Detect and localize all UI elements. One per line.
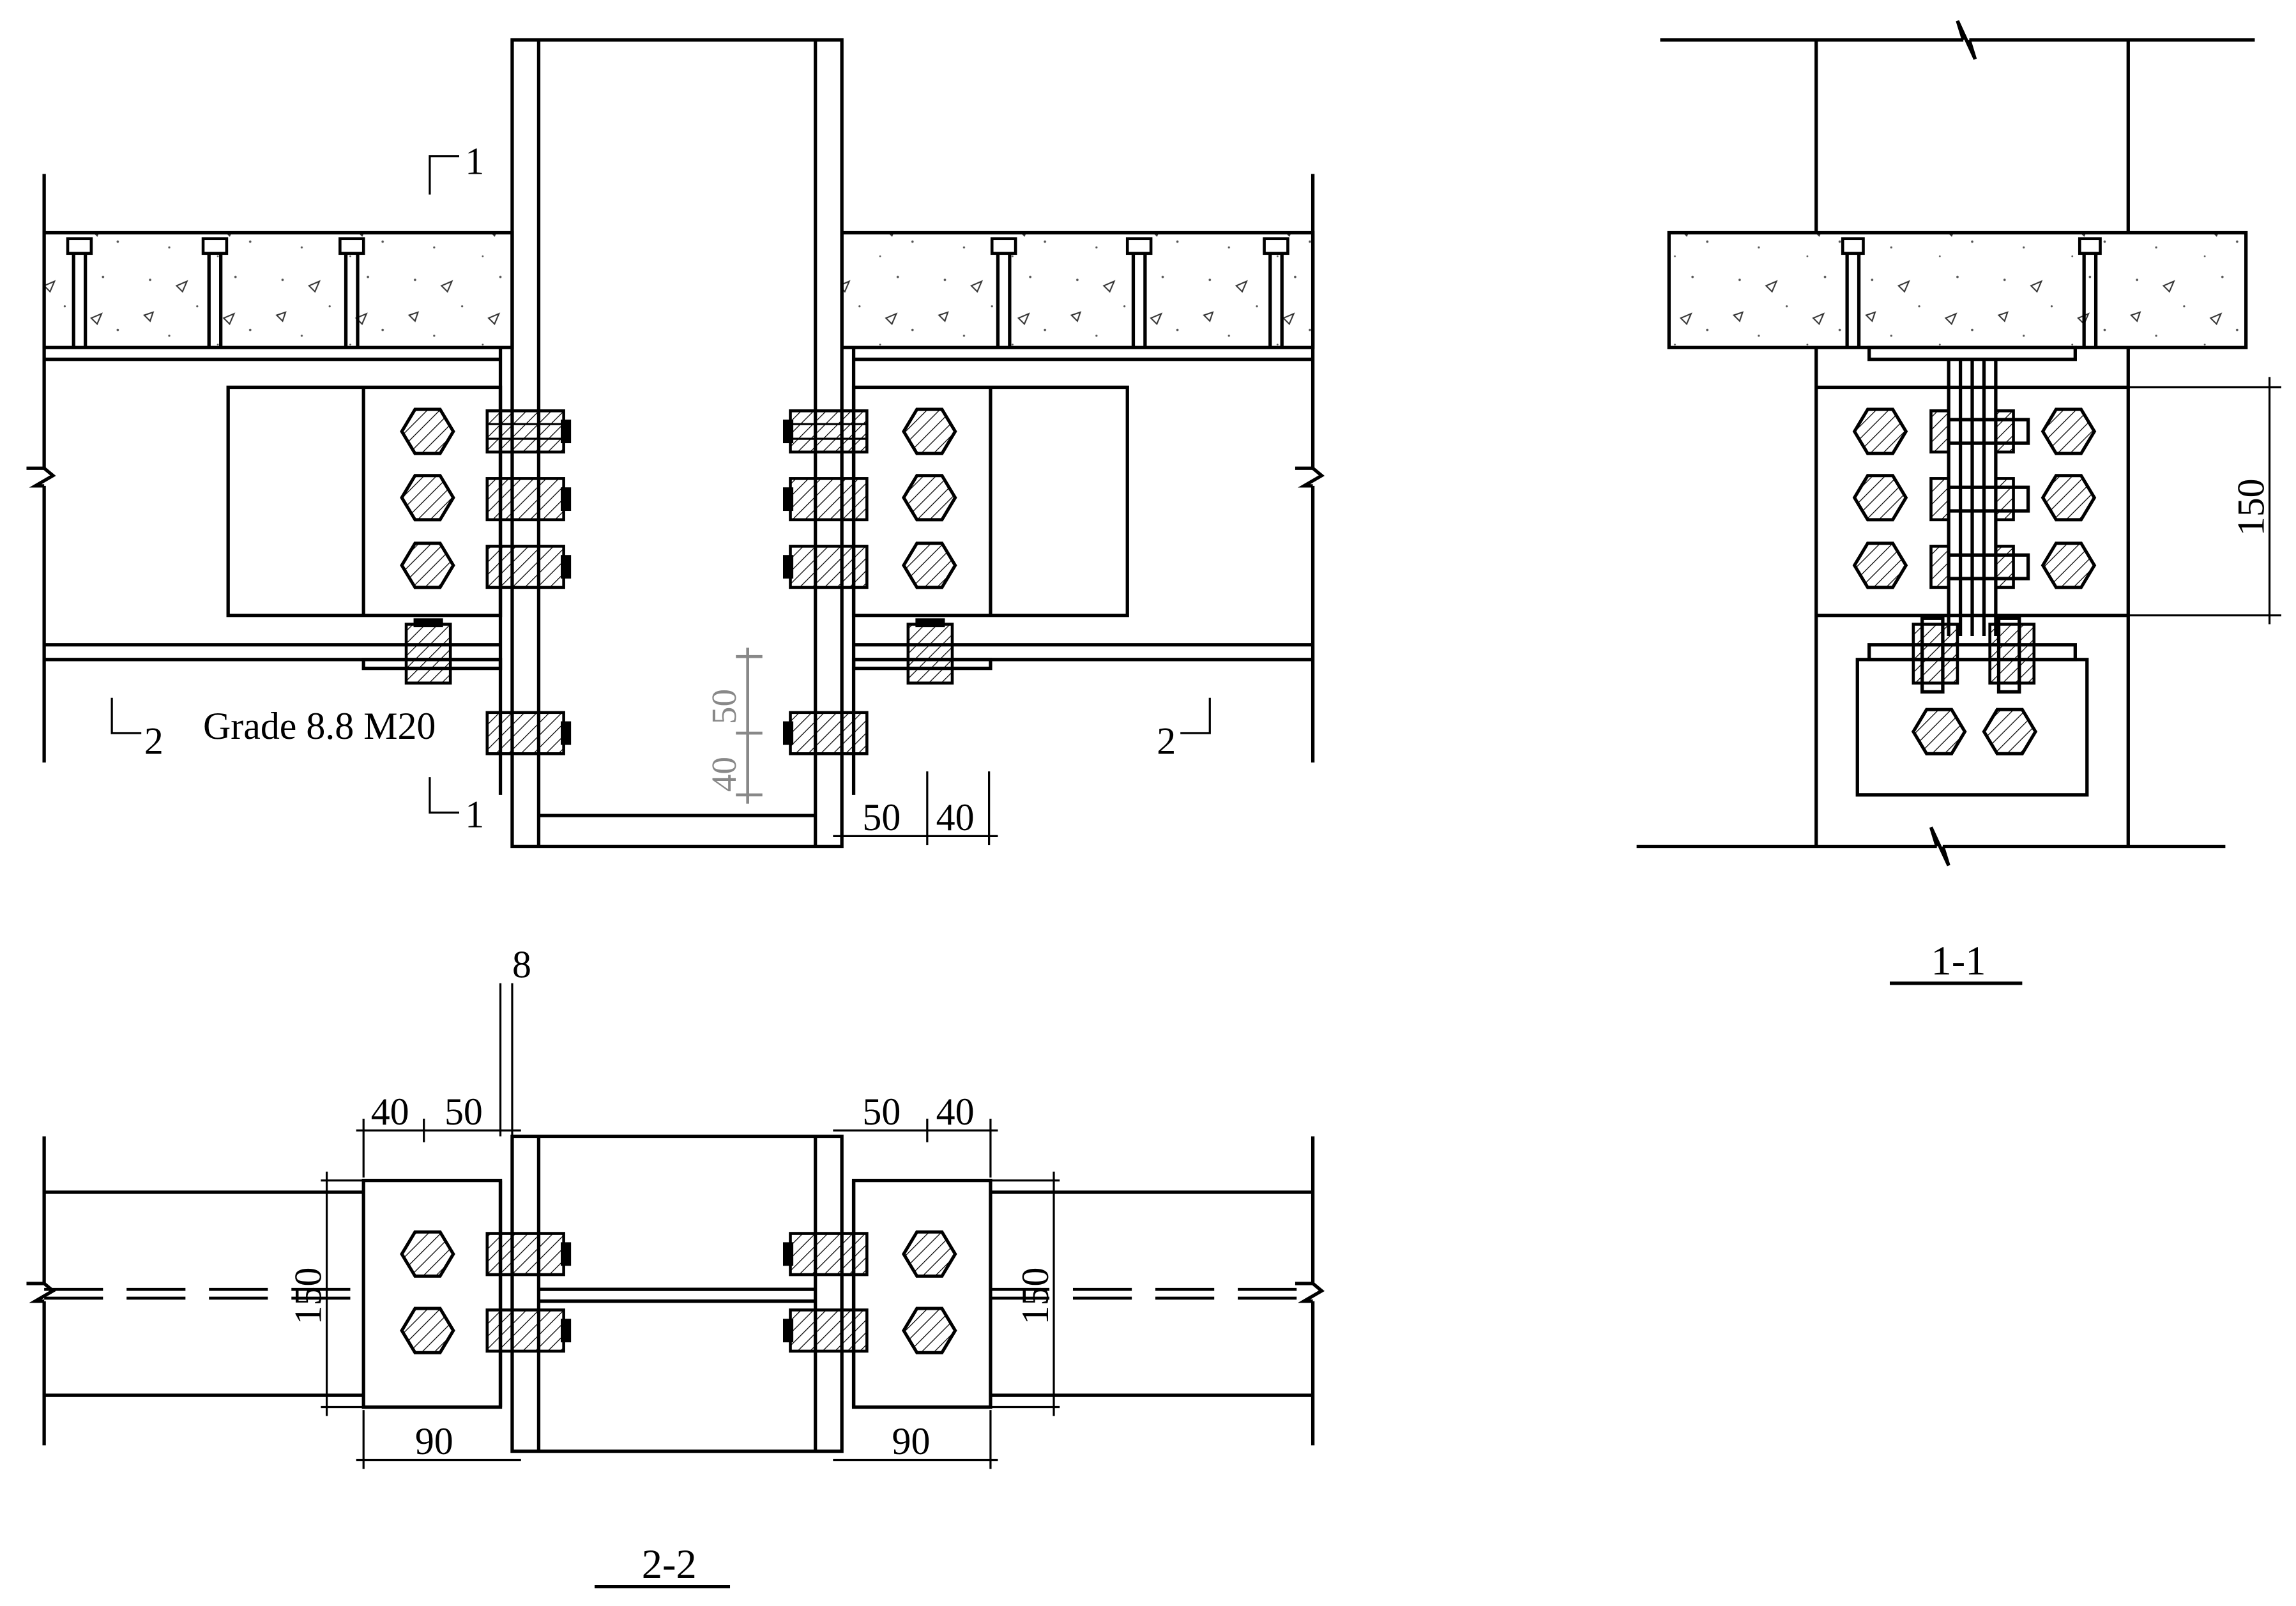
dim-40-vertical: 40	[704, 757, 743, 792]
elevation-flange-bolts	[404, 618, 954, 685]
section-1-1-dim-150: 150	[2230, 478, 2272, 536]
dim-90-right: 90	[892, 1420, 931, 1462]
dim-150-right: 150	[1014, 1268, 1056, 1325]
dim-50-horizontal: 50	[862, 796, 901, 838]
dim-40-horizontal: 40	[936, 796, 975, 838]
section-mark-2-right: 2	[1157, 720, 1176, 762]
section-1-1-lower-plate	[1855, 658, 2089, 797]
bolt-grade-callout: Grade 8.8 M20	[203, 705, 436, 747]
dim-40-right-top: 40	[936, 1091, 975, 1133]
dim-8-plate: 8	[512, 944, 531, 986]
section-2-2-view: 8 40 50 50 40 90 90 150 150 2-2	[26, 944, 1325, 1589]
elevation-bolts-left	[485, 409, 572, 755]
section-2-2-title: 2-2	[642, 1542, 697, 1587]
right-concrete-slab	[840, 231, 1315, 349]
section-mark-1-bottom: 1	[465, 794, 484, 836]
elevation-bolts-right	[782, 409, 869, 755]
elevation-vertical-dims: 40 50	[704, 648, 763, 804]
elevation-view: 1 1 2 2 Grade 8.8 M20 40 50 50 40	[26, 38, 1325, 849]
elevation-horizontal-dims: 50 40	[833, 771, 998, 845]
dim-50-right-top: 50	[862, 1091, 901, 1133]
elevation-bolt-heads	[400, 407, 957, 589]
dim-90-left: 90	[415, 1420, 453, 1462]
left-concrete-slab	[42, 231, 514, 349]
section-2-2-bolts	[400, 1230, 957, 1354]
shear-studs	[66, 237, 1289, 348]
column-section	[510, 1134, 844, 1453]
section-mark-1-top: 1	[465, 140, 484, 182]
dim-40-left-top: 40	[371, 1091, 409, 1133]
dim-50-left-top: 50	[445, 1091, 483, 1133]
section-1-1-bolts	[1852, 407, 2097, 589]
section-mark-2-left: 2	[144, 720, 163, 762]
section-1-1-slab	[1667, 231, 2248, 349]
dim-50-vertical: 50	[704, 689, 743, 724]
dim-150-left: 150	[287, 1268, 329, 1325]
section-1-1-view: 150 1-1	[1636, 20, 2281, 985]
section-1-1-title: 1-1	[1931, 938, 1986, 983]
